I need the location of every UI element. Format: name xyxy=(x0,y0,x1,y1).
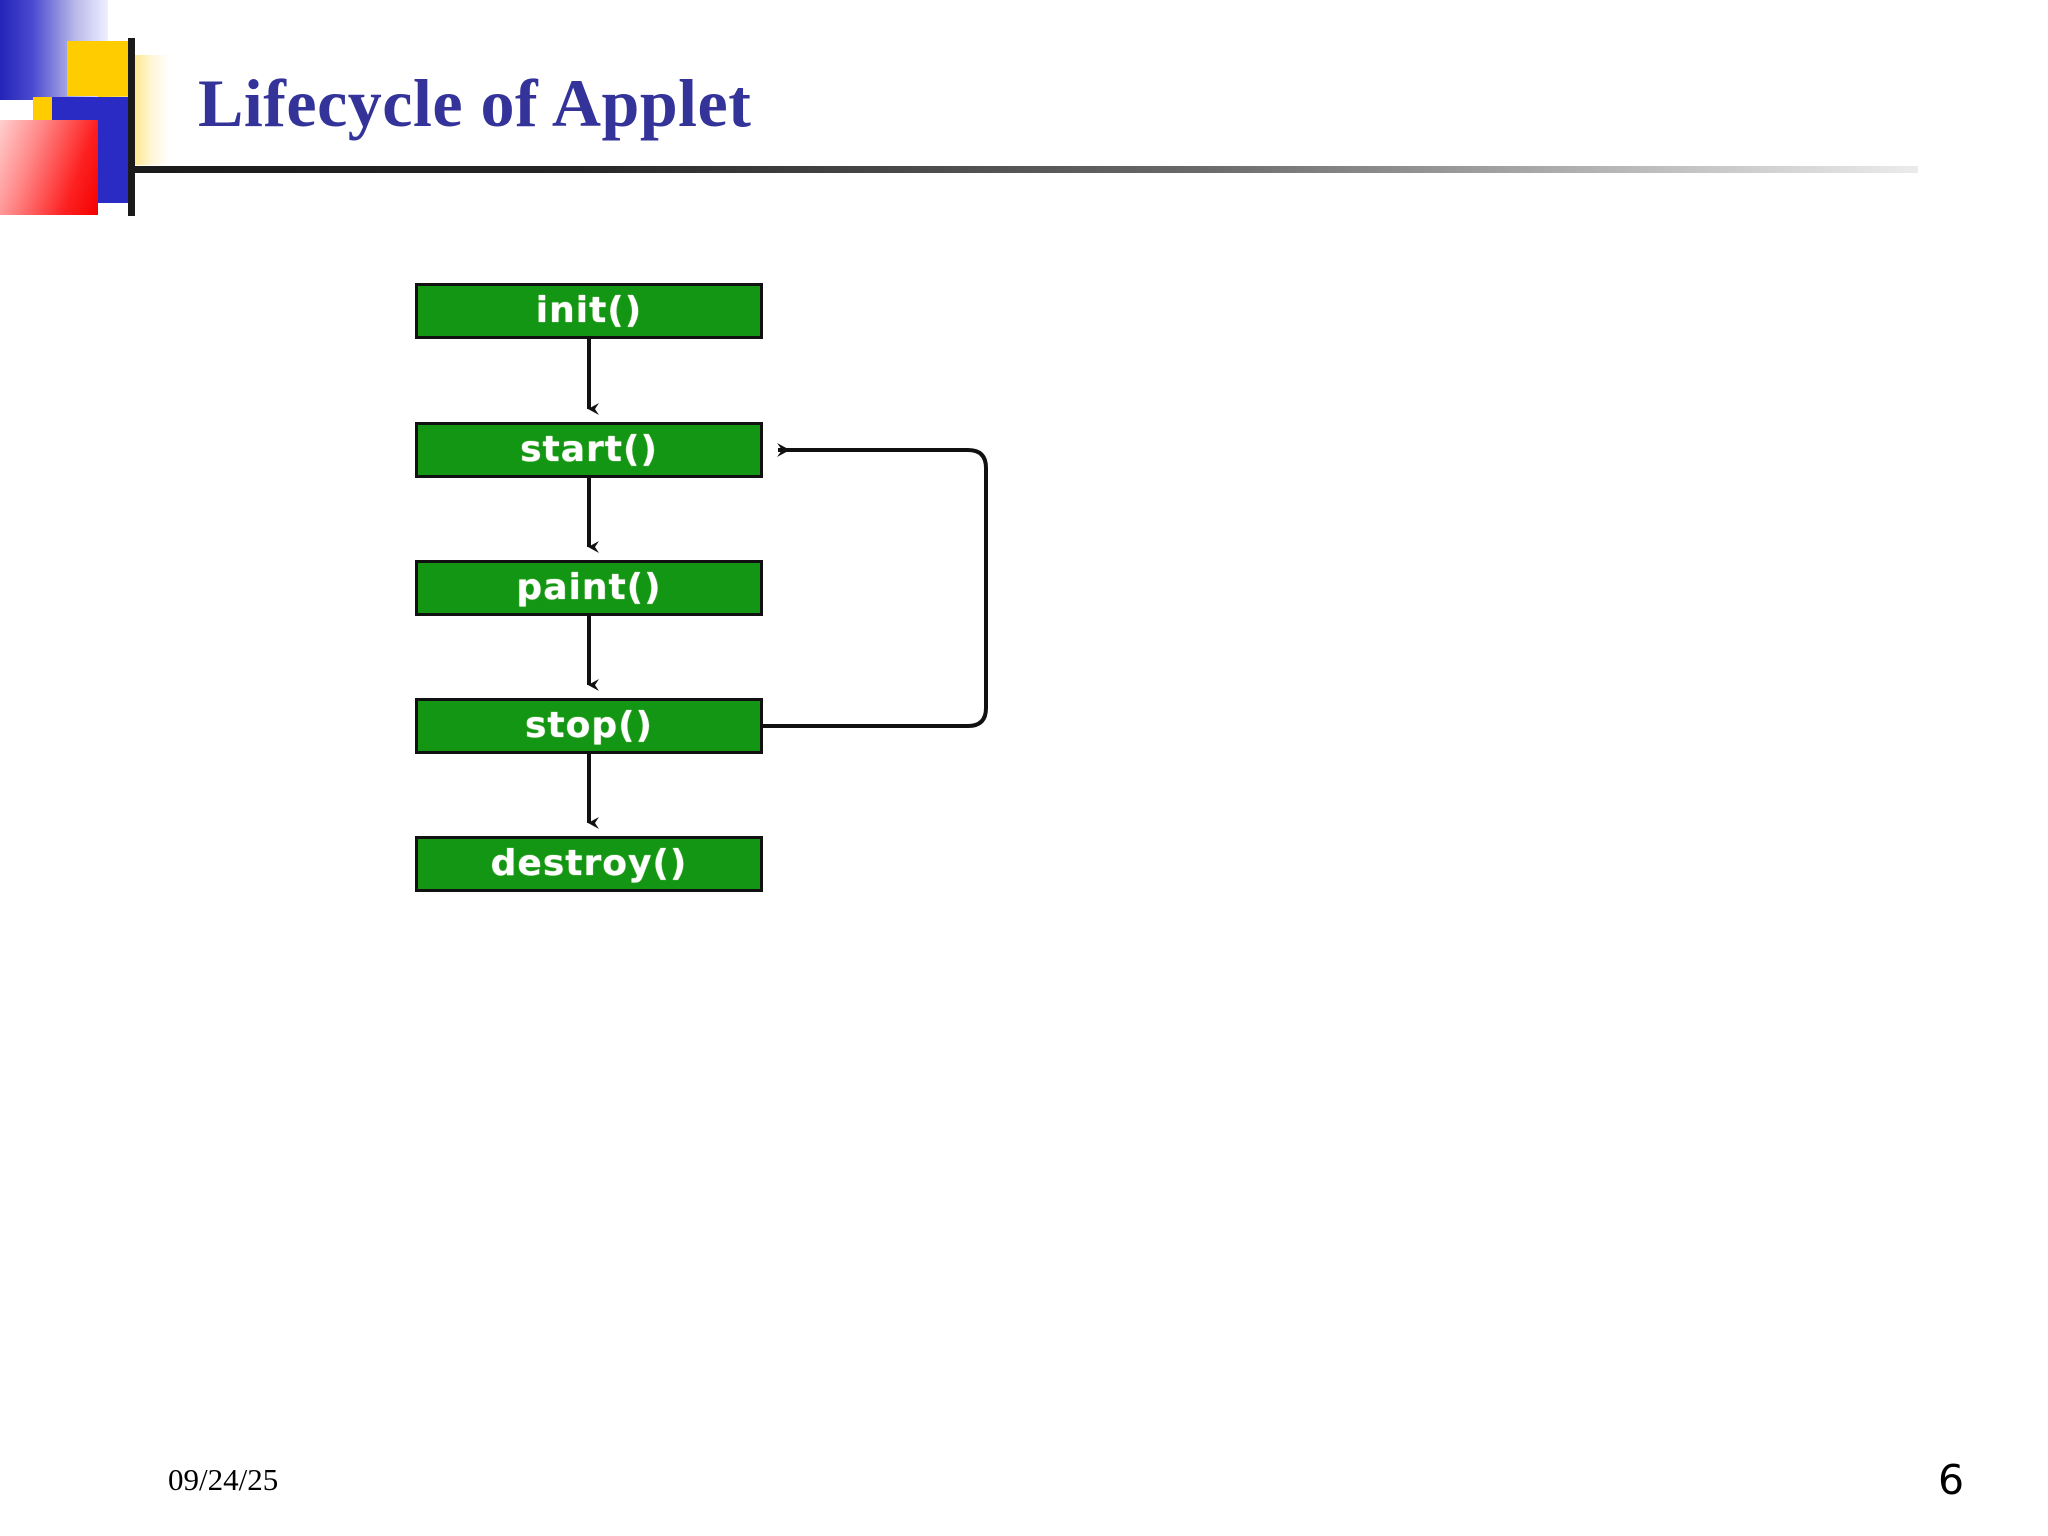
deco-vertical-rule xyxy=(128,38,135,216)
flow-node-stop[interactable]: stop() xyxy=(415,698,763,754)
flow-node-start[interactable]: start() xyxy=(415,422,763,478)
flow-node-init-label: init() xyxy=(535,290,643,331)
flow-node-destroy[interactable]: destroy() xyxy=(415,836,763,892)
flow-node-destroy-label: destroy() xyxy=(490,843,688,884)
flow-node-paint[interactable]: paint() xyxy=(415,560,763,616)
flow-node-init[interactable]: init() xyxy=(415,283,763,339)
edge-stop-to-start-loop xyxy=(763,443,988,728)
flow-node-stop-label: stop() xyxy=(524,705,654,746)
deco-horizontal-rule xyxy=(128,166,1918,173)
deco-yellow-square xyxy=(67,41,132,96)
flow-node-start-label: start() xyxy=(520,429,658,470)
footer-page-number: 6 xyxy=(1938,1456,1965,1504)
page-title: Lifecycle of Applet xyxy=(198,65,752,141)
flow-node-paint-label: paint() xyxy=(516,567,662,608)
footer-date: 09/24/25 xyxy=(168,1462,279,1497)
deco-red-square xyxy=(0,120,98,215)
